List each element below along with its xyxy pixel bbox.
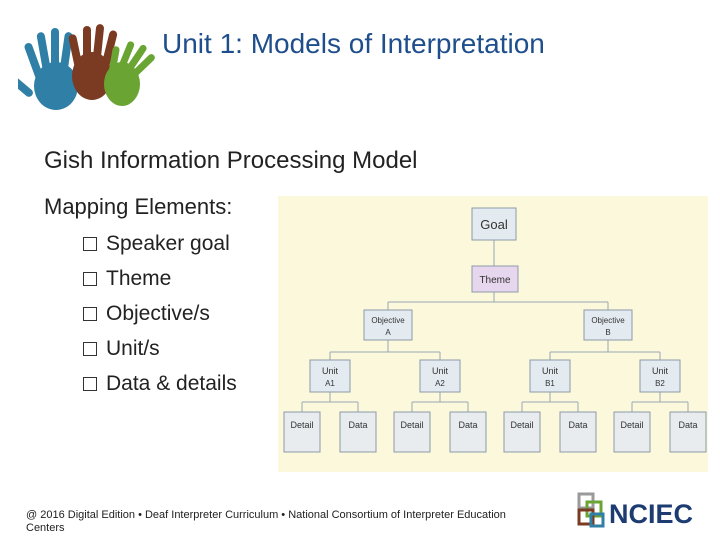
unit-sub: B1	[545, 379, 555, 388]
list-item-label: Speaker goal	[106, 228, 230, 260]
data-label: Data	[568, 420, 587, 430]
goal-node: Goal	[472, 208, 516, 240]
data-label: Data	[678, 420, 697, 430]
unit-title: Unit	[322, 366, 339, 376]
data-label: Data	[458, 420, 477, 430]
list-item: Data & details	[83, 366, 237, 401]
unit-sub: A2	[435, 379, 445, 388]
model-subtitle: Gish Information Processing Model	[44, 147, 418, 175]
detail-label: Detail	[290, 420, 313, 430]
checkbox-icon	[83, 342, 97, 356]
unit-node: Unit A1	[310, 360, 350, 392]
checkbox-icon	[83, 377, 97, 391]
list-item-label: Theme	[106, 263, 171, 295]
list-item-label: Objective/s	[106, 298, 210, 330]
slide-title: Unit 1: Models of Interpretation	[162, 28, 545, 60]
detail-node: Detail	[284, 412, 320, 452]
unit-title: Unit	[542, 366, 559, 376]
data-node: Data	[670, 412, 706, 452]
footer-text: @ 2016 Digital Edition • Deaf Interprete…	[26, 509, 546, 535]
data-node: Data	[340, 412, 376, 452]
checkbox-icon	[83, 237, 97, 251]
list-item: Objective/s	[83, 296, 237, 331]
detail-label: Detail	[620, 420, 643, 430]
checkbox-icon	[83, 272, 97, 286]
objective-title: Objective	[371, 316, 405, 325]
unit-sub: B2	[655, 379, 665, 388]
unit-node: Unit B1	[530, 360, 570, 392]
mapping-heading: Mapping Elements:	[44, 194, 232, 220]
list-item-label: Data & details	[106, 368, 237, 400]
objective-title: Objective	[591, 316, 625, 325]
interlocking-squares-icon	[579, 494, 603, 526]
theme-node: Theme	[472, 266, 518, 292]
detail-node: Detail	[394, 412, 430, 452]
unit-node: Unit B2	[640, 360, 680, 392]
detail-label: Detail	[400, 420, 423, 430]
hands-logo	[18, 18, 158, 118]
hierarchy-diagram: Goal Theme Objective A Objective B Unit …	[278, 196, 708, 472]
goal-label: Goal	[480, 217, 508, 232]
data-node: Data	[450, 412, 486, 452]
objective-sub: B	[605, 328, 610, 337]
unit-sub: A1	[325, 379, 335, 388]
list-item-label: Unit/s	[106, 333, 160, 365]
list-item: Unit/s	[83, 331, 237, 366]
data-label: Data	[348, 420, 367, 430]
objective-node: Objective A	[364, 310, 412, 340]
mapping-list: Speaker goal Theme Objective/s Unit/s Da…	[83, 226, 237, 401]
nciec-wordmark: NCIEC	[609, 499, 693, 529]
unit-title: Unit	[432, 366, 449, 376]
unit-title: Unit	[652, 366, 669, 376]
list-item: Speaker goal	[83, 226, 237, 261]
data-node: Data	[560, 412, 596, 452]
detail-label: Detail	[510, 420, 533, 430]
checkbox-icon	[83, 307, 97, 321]
unit-node: Unit A2	[420, 360, 460, 392]
theme-label: Theme	[479, 275, 511, 286]
detail-node: Detail	[504, 412, 540, 452]
objective-sub: A	[385, 328, 391, 337]
detail-node: Detail	[614, 412, 650, 452]
nciec-logo: NCIEC	[575, 490, 710, 532]
list-item: Theme	[83, 261, 237, 296]
objective-node: Objective B	[584, 310, 632, 340]
